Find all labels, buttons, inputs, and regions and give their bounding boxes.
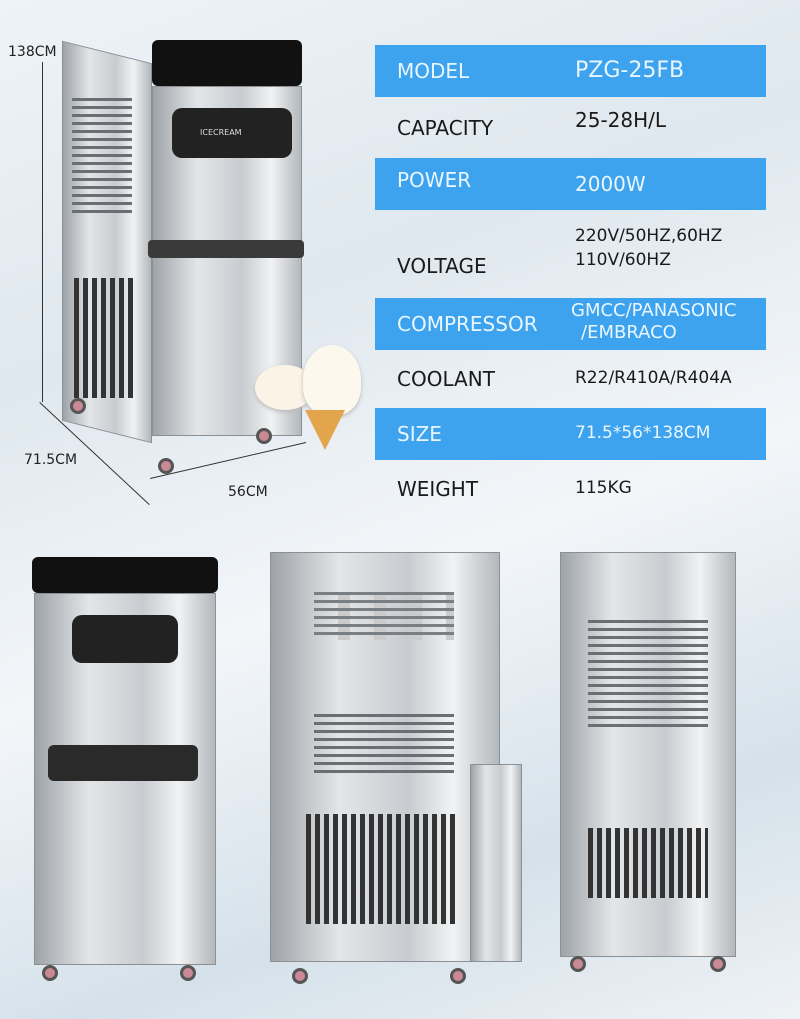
spec-label: VOLTAGE xyxy=(397,254,487,278)
spec-value: 2000W xyxy=(575,172,646,196)
spec-value: 115KG xyxy=(575,478,632,499)
height-label: 138CM xyxy=(8,44,57,60)
spec-value-2: 110V/60HZ xyxy=(575,250,671,270)
spec-label: COMPRESSOR xyxy=(397,312,538,336)
spec-label: CAPACITY xyxy=(397,115,494,140)
spec-value: 71.5*56*138CM xyxy=(575,423,711,444)
spec-row-voltage: VOLTAGE 220V/50HZ,60HZ 110V/60HZ xyxy=(375,212,766,296)
spec-value: 25-28H/L xyxy=(575,108,667,132)
machine-front-view xyxy=(30,555,220,1005)
spec-row-weight: WEIGHT 115KG xyxy=(375,462,766,516)
height-dimension-line xyxy=(42,62,43,402)
ice-cream-cone-image xyxy=(255,345,365,455)
spec-value: R22/R410A/R404A xyxy=(575,368,732,389)
spec-value: PZG-25FB xyxy=(575,58,685,84)
spec-label: MODEL xyxy=(397,59,470,83)
spec-value-2: /EMBRACO xyxy=(581,322,677,343)
width-label: 56CM xyxy=(228,484,268,500)
spec-label: POWER xyxy=(397,168,472,192)
spec-label: SIZE xyxy=(397,422,442,446)
machine-back-view xyxy=(560,548,740,988)
spec-label: COOLANT xyxy=(397,367,495,391)
machine-brand-label: ICECREAM xyxy=(200,128,242,137)
spec-label: WEIGHT xyxy=(397,477,479,501)
spec-value: GMCC/PANASONIC xyxy=(571,300,737,321)
spec-value: 220V/50HZ,60HZ xyxy=(575,226,723,246)
spec-row-model: MODEL PZG-25FB xyxy=(375,45,766,97)
depth-label: 71.5CM xyxy=(24,452,78,468)
spec-row-capacity: CAPACITY 25-28H/L xyxy=(375,100,766,155)
spec-row-power: POWER 2000W xyxy=(375,158,766,210)
machine-side-view xyxy=(270,548,530,1003)
spec-row-coolant: COOLANT R22/R410A/R404A xyxy=(375,352,766,406)
spec-row-compressor: COMPRESSOR GMCC/PANASONIC/EMBRACO xyxy=(375,298,766,350)
spec-row-size: SIZE 71.5*56*138CM xyxy=(375,408,766,460)
